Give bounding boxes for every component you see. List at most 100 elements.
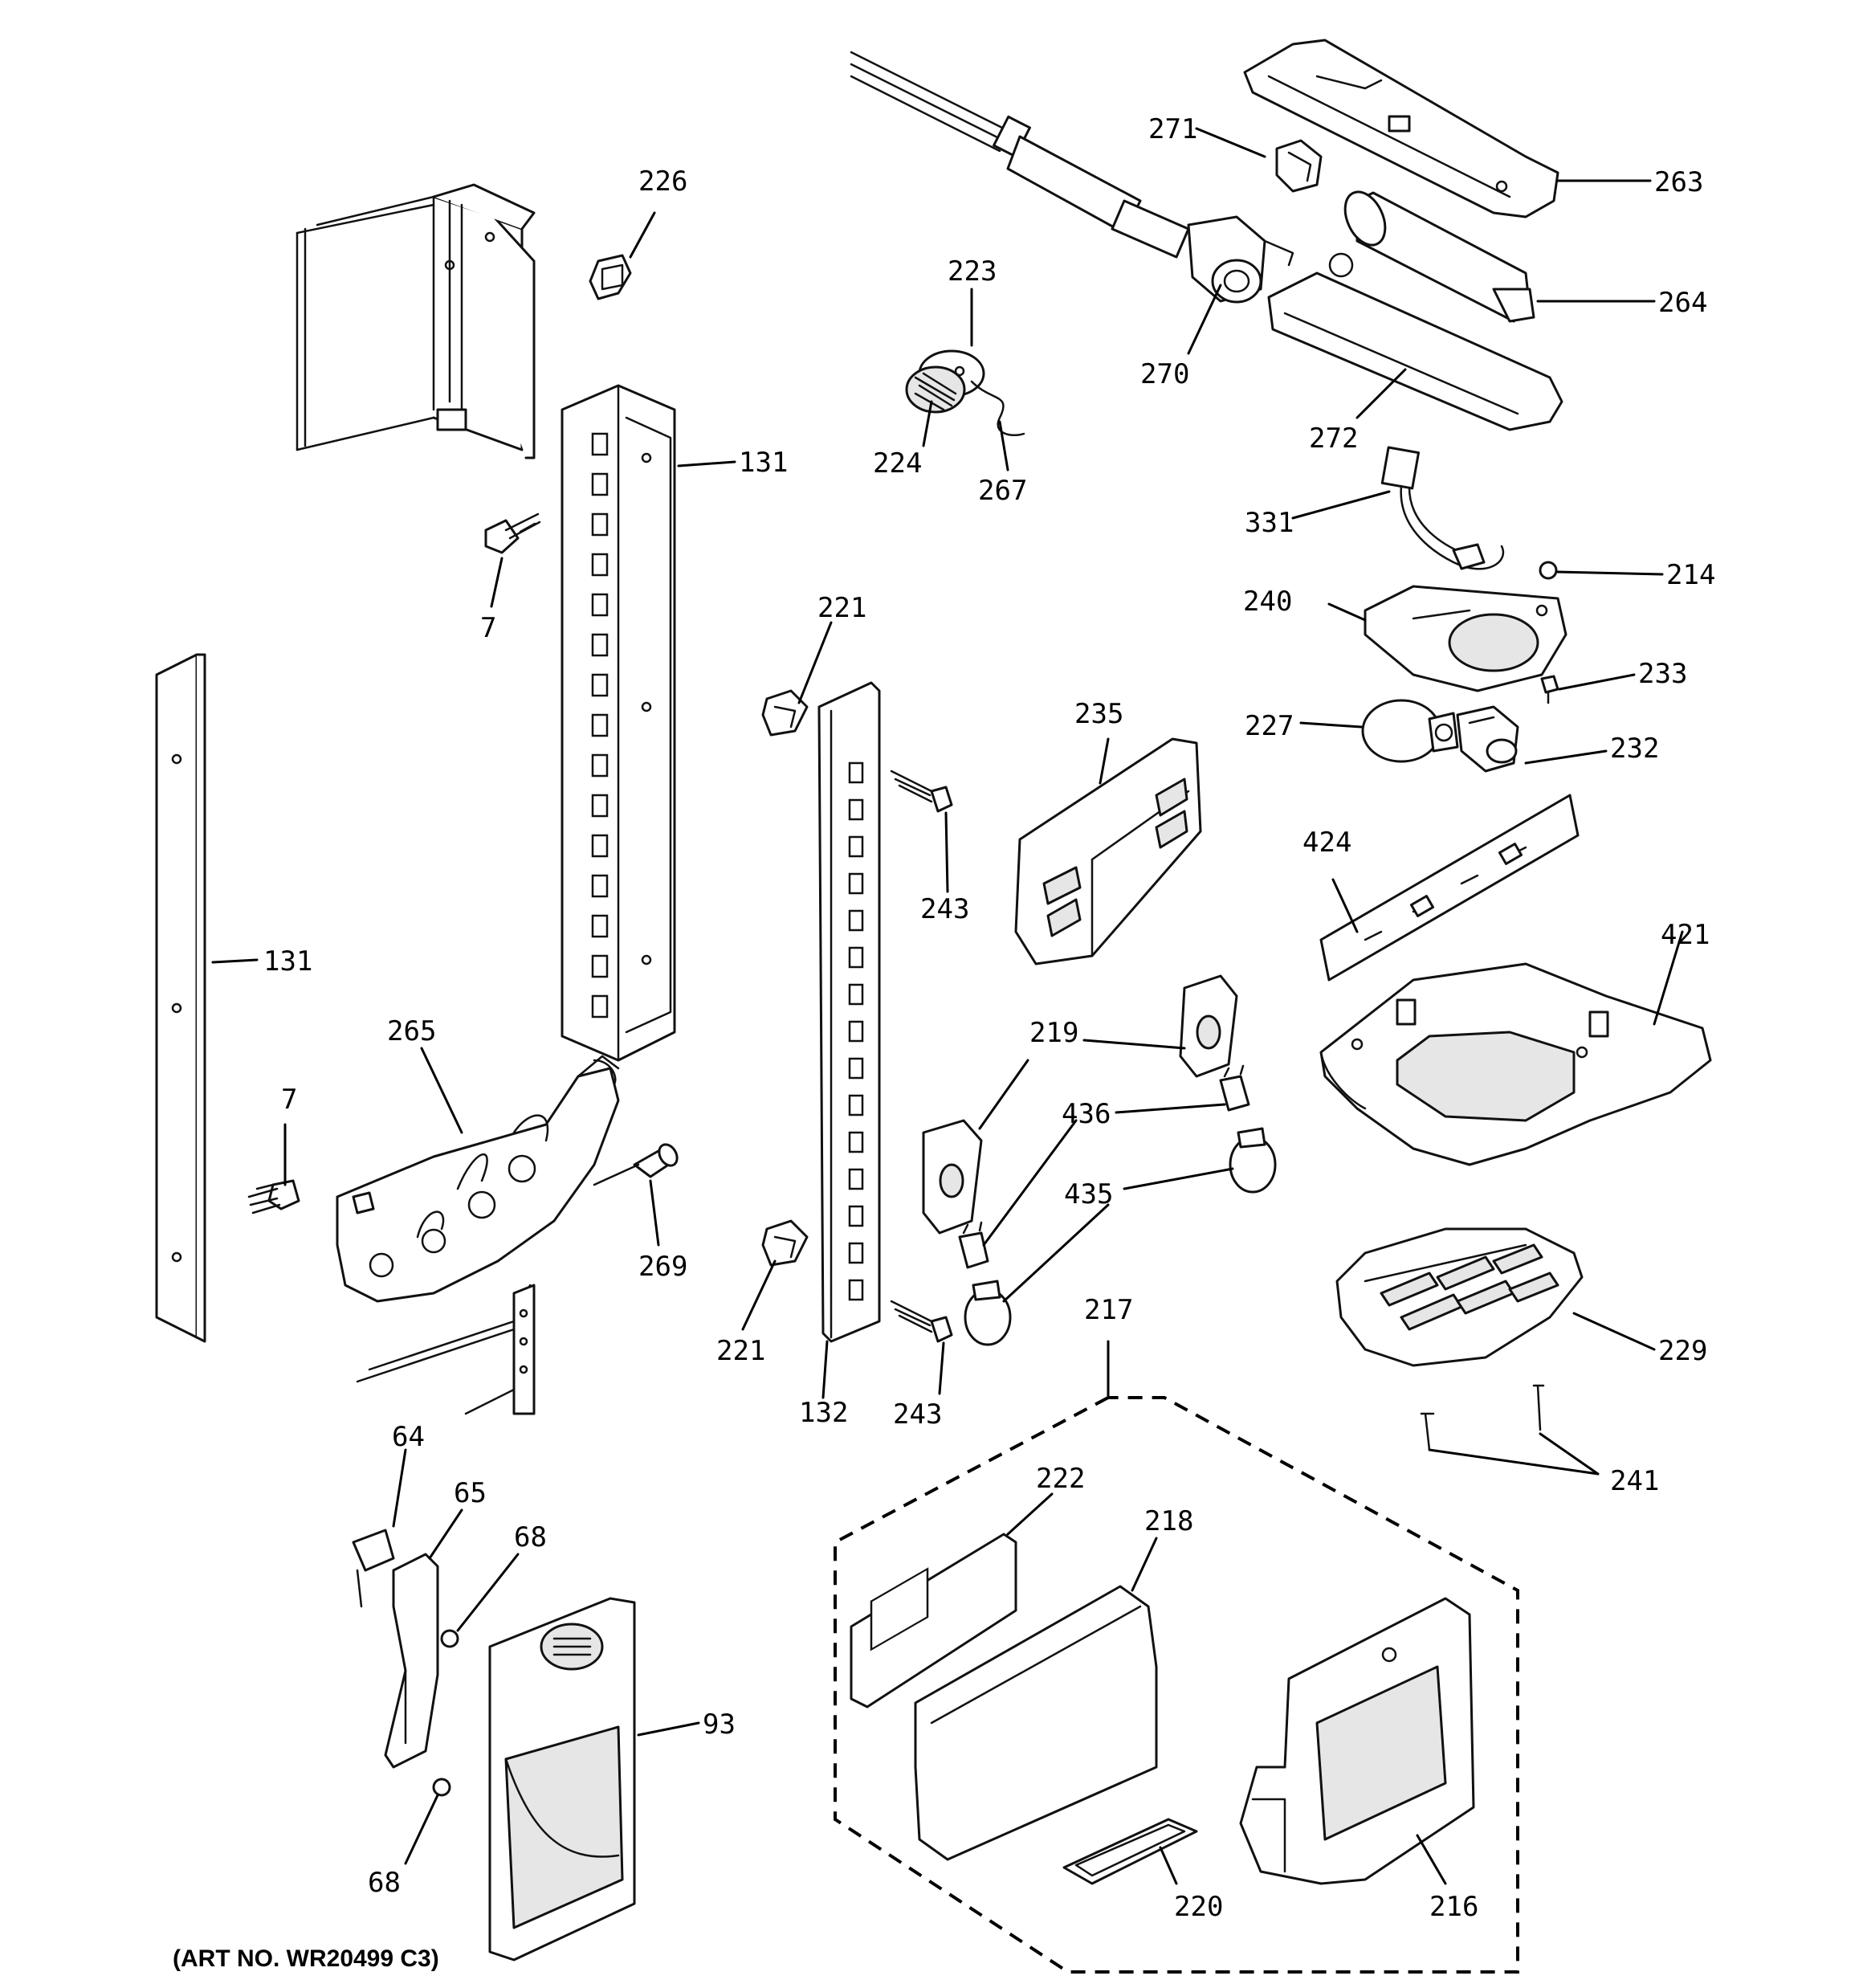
rail-slot bbox=[848, 983, 864, 1006]
water-filter-cartridge-part-264 bbox=[1343, 190, 1535, 323]
callout-65: 65 bbox=[454, 1477, 487, 1509]
callout-68-lower: 68 bbox=[368, 1867, 401, 1899]
callout-240: 240 bbox=[1243, 586, 1292, 618]
mounting-rail-part-131-upper bbox=[561, 384, 676, 1062]
rail-slot bbox=[848, 1131, 864, 1153]
kit-outline-part-217 bbox=[834, 1396, 1519, 1974]
rail-slot bbox=[848, 1020, 864, 1043]
rail-slot bbox=[848, 798, 864, 821]
nut-part-214 bbox=[1539, 561, 1558, 580]
callout-265: 265 bbox=[387, 1015, 436, 1047]
callout-235: 235 bbox=[1074, 698, 1123, 730]
dispenser-tray-part-229 bbox=[1335, 1227, 1584, 1367]
rail-slot bbox=[848, 1205, 864, 1227]
light-socket-bracket-part-219-right bbox=[1179, 974, 1238, 1078]
rail-slot bbox=[591, 713, 609, 737]
water-fitting-part-269 bbox=[593, 1143, 679, 1186]
light-bulb-part-435-left bbox=[964, 1280, 1012, 1346]
callout-68-upper: 68 bbox=[514, 1521, 547, 1553]
callout-221-lower: 221 bbox=[716, 1335, 765, 1367]
light-bulb-part-435-right bbox=[1229, 1127, 1277, 1194]
dispenser-front-part-93 bbox=[488, 1597, 636, 1961]
callout-223: 223 bbox=[948, 255, 997, 288]
bulb-socket-part-436-right bbox=[1219, 1064, 1250, 1112]
light-wire-harness-part-331 bbox=[1380, 446, 1505, 570]
filter-cover-top-part-263 bbox=[1243, 39, 1559, 218]
rail-slot bbox=[848, 872, 864, 895]
callout-217: 217 bbox=[1084, 1294, 1133, 1326]
callout-224: 224 bbox=[873, 447, 922, 480]
leader-lines bbox=[211, 127, 1684, 1885]
callout-264: 264 bbox=[1658, 287, 1707, 319]
rail-slot bbox=[848, 1057, 864, 1080]
rail-slot bbox=[591, 673, 609, 697]
rail-slot bbox=[591, 753, 609, 778]
callout-243-lower: 243 bbox=[893, 1398, 942, 1431]
screw-part-7-lower bbox=[247, 1179, 300, 1214]
rail-slot bbox=[848, 909, 864, 932]
light-shield-part-235 bbox=[1014, 737, 1202, 965]
screw-part-68-lower bbox=[432, 1778, 451, 1797]
door-frame-lower bbox=[356, 1284, 536, 1415]
callout-424: 424 bbox=[1302, 827, 1351, 859]
callout-331: 331 bbox=[1245, 507, 1294, 539]
callout-216: 216 bbox=[1429, 1891, 1478, 1923]
mounting-rail-part-132 bbox=[817, 681, 881, 1343]
rail-slot bbox=[848, 1242, 864, 1264]
callout-272: 272 bbox=[1309, 423, 1358, 455]
rail-slot bbox=[848, 1094, 864, 1116]
callout-269: 269 bbox=[638, 1251, 687, 1283]
rail-slot bbox=[848, 1168, 864, 1190]
light-housing-part-240 bbox=[1364, 585, 1567, 692]
rail-slot bbox=[591, 914, 609, 938]
screw-part-243-lower bbox=[890, 1300, 953, 1343]
gasket-part-222 bbox=[850, 1533, 1017, 1708]
callout-421: 421 bbox=[1661, 919, 1710, 951]
callout-7-upper: 7 bbox=[480, 612, 496, 644]
rail-slot bbox=[591, 633, 609, 657]
light-bulb-part-227 bbox=[1361, 699, 1459, 763]
dispenser-housing-part-216 bbox=[1239, 1597, 1475, 1885]
rail-slot bbox=[591, 874, 609, 898]
callout-229: 229 bbox=[1658, 1335, 1707, 1367]
rail-slot bbox=[848, 1279, 864, 1301]
rail-slot bbox=[591, 553, 609, 577]
water-tube-lines bbox=[850, 51, 1190, 259]
refrigerator-case-corner bbox=[296, 183, 536, 459]
rail-slot bbox=[591, 794, 609, 818]
callout-132: 132 bbox=[799, 1397, 848, 1429]
light-socket-bracket-part-219-left bbox=[922, 1119, 983, 1235]
switch-part-64 bbox=[352, 1529, 395, 1608]
light-cover-part-421 bbox=[1319, 962, 1712, 1166]
screw-part-7-upper bbox=[484, 512, 541, 554]
filter-cover-bottom-part-272 bbox=[1267, 252, 1563, 431]
callout-64: 64 bbox=[392, 1421, 425, 1453]
callout-222: 222 bbox=[1036, 1463, 1085, 1495]
rail-slot bbox=[591, 593, 609, 617]
actuator-arm-part-65 bbox=[384, 1553, 439, 1769]
rail-slot bbox=[848, 946, 864, 969]
callout-270: 270 bbox=[1140, 358, 1189, 390]
callout-263: 263 bbox=[1654, 166, 1703, 198]
callout-435: 435 bbox=[1064, 1178, 1113, 1210]
callout-226: 226 bbox=[638, 165, 687, 198]
rail-slot bbox=[591, 954, 609, 978]
light-socket-part-232 bbox=[1456, 705, 1519, 773]
art-number-label: (ART NO. WR20499 C3) bbox=[173, 1945, 439, 1972]
rail-slot bbox=[848, 761, 864, 784]
callout-232: 232 bbox=[1610, 733, 1659, 765]
callout-221-upper: 221 bbox=[817, 592, 866, 624]
callout-93: 93 bbox=[703, 1708, 736, 1741]
callout-131-upper: 131 bbox=[739, 447, 788, 479]
callout-271: 271 bbox=[1148, 113, 1197, 145]
dispenser-switch-part-226 bbox=[589, 254, 632, 300]
screw-part-241 bbox=[1420, 1384, 1545, 1451]
door-hinge-part-265 bbox=[336, 1055, 620, 1303]
rail-slot bbox=[591, 512, 609, 537]
rail-slot bbox=[591, 472, 609, 496]
callout-227: 227 bbox=[1245, 710, 1294, 742]
callout-219: 219 bbox=[1029, 1017, 1078, 1049]
dispenser-cover-part-218 bbox=[914, 1585, 1158, 1861]
